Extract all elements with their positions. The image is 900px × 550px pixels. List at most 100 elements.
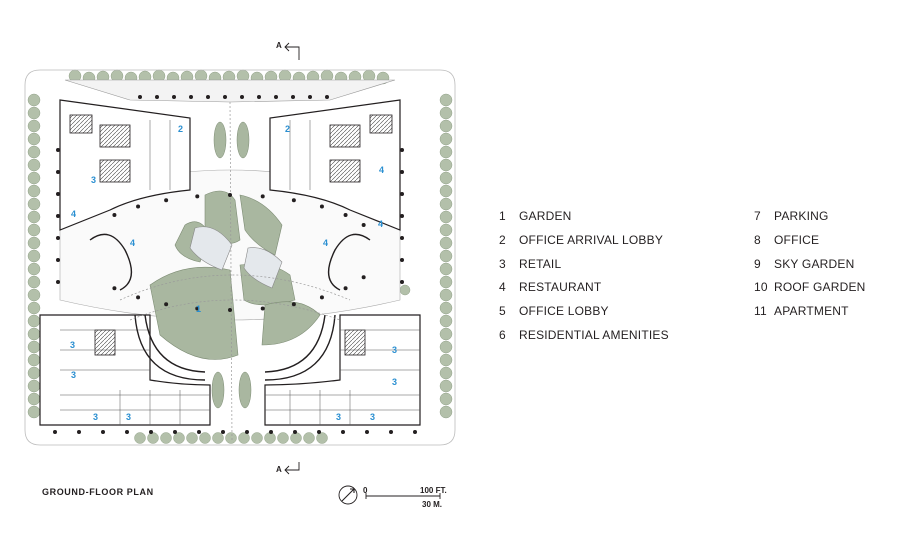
column-dot <box>173 430 177 434</box>
plan-caption: GROUND-FLOOR PLAN <box>42 487 154 497</box>
tree-canopy <box>439 340 453 354</box>
room-label-3: 3 <box>336 412 341 422</box>
room-label-4: 4 <box>379 165 384 175</box>
tree-canopy <box>439 379 453 393</box>
tree-canopy <box>439 106 453 120</box>
column-dot <box>343 286 348 291</box>
column-dot <box>155 95 159 99</box>
tree-canopy <box>439 327 453 341</box>
column-dot <box>101 430 105 434</box>
tree-canopy <box>27 145 41 159</box>
column-dot <box>291 302 296 307</box>
scale-zero-label: 0 <box>363 486 368 495</box>
tree-canopy <box>27 353 41 367</box>
column-dot <box>319 295 324 300</box>
column-dot <box>189 95 193 99</box>
legend-label: RESTAURANT <box>519 280 602 294</box>
tree-canopy <box>251 432 263 444</box>
room-label-3: 3 <box>126 412 131 422</box>
column-dot <box>56 214 60 218</box>
room-label-3: 3 <box>392 377 397 387</box>
legend-label: APARTMENT <box>774 304 849 318</box>
tree-canopy <box>27 379 41 393</box>
legend-item: 4 RESTAURANT <box>499 279 601 295</box>
tree-canopy <box>27 132 41 146</box>
legend-number: 4 <box>499 280 506 294</box>
tree-canopy <box>290 432 302 444</box>
tree-canopy <box>134 432 146 444</box>
room-label-2: 2 <box>178 124 183 134</box>
tree-canopy <box>439 93 453 107</box>
legend-label: OFFICE LOBBY <box>519 304 609 318</box>
column-dot <box>172 95 176 99</box>
legend-number: 11 <box>754 304 767 318</box>
tree-canopy <box>27 288 41 302</box>
scale-feet-label: 100 FT. <box>420 486 447 495</box>
column-dot <box>53 430 57 434</box>
scale-meters-label: 30 M. <box>422 500 443 509</box>
tree-canopy <box>439 405 453 419</box>
legend-label: OFFICE ARRIVAL LOBBY <box>519 233 664 247</box>
tree-canopy <box>199 432 211 444</box>
tree-canopy <box>439 366 453 380</box>
column-dot <box>240 95 244 99</box>
tree-canopy <box>303 432 315 444</box>
column-dot <box>400 258 404 262</box>
legend-label: GARDEN <box>519 209 572 223</box>
tree-canopy <box>27 158 41 172</box>
legend-item: 7 PARKING <box>754 208 829 224</box>
tree-canopy <box>27 262 41 276</box>
column-dot <box>221 430 225 434</box>
structural-columns <box>53 95 417 434</box>
column-dot <box>206 95 210 99</box>
column-dot <box>56 148 60 152</box>
tree-canopy <box>439 314 453 328</box>
tree-canopy <box>160 432 172 444</box>
column-dot <box>112 286 117 291</box>
column-dot <box>56 236 60 240</box>
column-dot <box>400 214 404 218</box>
room-label-3: 3 <box>392 345 397 355</box>
tree-canopy <box>238 432 250 444</box>
legend-label: PARKING <box>774 209 829 223</box>
room-label-3: 3 <box>91 175 96 185</box>
column-dot <box>56 192 60 196</box>
tree-canopy <box>439 210 453 224</box>
column-dot <box>308 95 312 99</box>
interior-partitions <box>60 120 420 425</box>
column-dot <box>125 430 129 434</box>
tree-canopy <box>27 236 41 250</box>
legend-number: 3 <box>499 257 506 271</box>
column-dot <box>197 430 201 434</box>
column-dot <box>400 280 404 284</box>
column-dot <box>223 95 227 99</box>
room-label-4: 4 <box>323 238 328 248</box>
legend-label: RETAIL <box>519 257 562 271</box>
tree-canopy <box>439 145 453 159</box>
tree-canopy <box>27 106 41 120</box>
tree-canopy <box>27 119 41 133</box>
room-label-3: 3 <box>70 340 75 350</box>
tree-canopy <box>27 405 41 419</box>
tree-canopy <box>439 132 453 146</box>
tree-canopy <box>439 249 453 263</box>
column-dot <box>56 280 60 284</box>
tree-canopy <box>277 432 289 444</box>
tree-canopy <box>27 275 41 289</box>
north-arrow <box>338 485 358 505</box>
tree-canopy <box>27 392 41 406</box>
column-dot <box>164 198 169 203</box>
room-label-3: 3 <box>370 412 375 422</box>
room-label-2: 2 <box>285 124 290 134</box>
column-dot <box>149 430 153 434</box>
column-dot <box>195 306 200 311</box>
section-label-bottom: A <box>276 465 282 474</box>
legend-number: 7 <box>754 209 761 223</box>
room-label-1: 1 <box>196 304 201 314</box>
room-labels: 2 2 3 4 4 4 4 4 1 3 3 3 3 3 3 3 3 <box>70 124 397 422</box>
tree-canopy <box>316 432 328 444</box>
